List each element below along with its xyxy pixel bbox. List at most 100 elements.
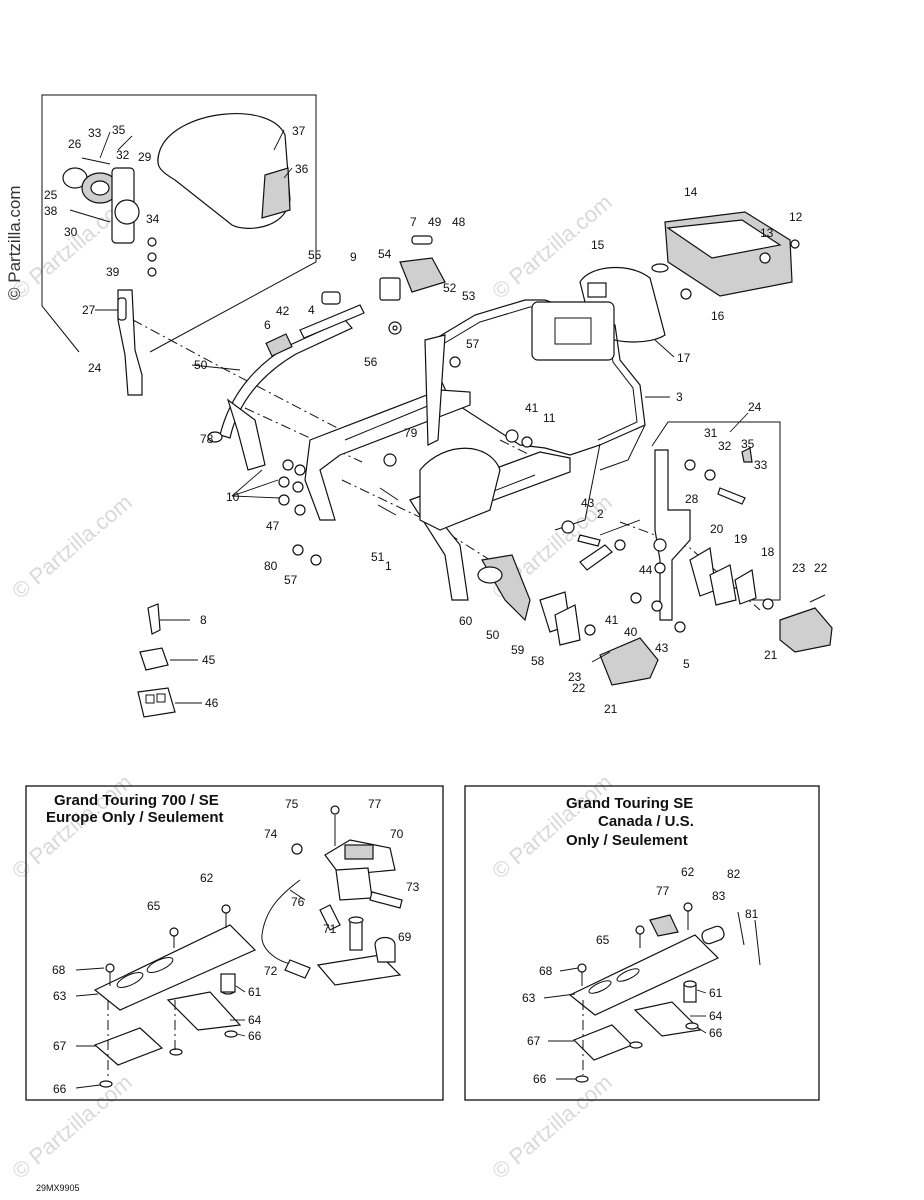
callout-64: 64	[248, 1013, 262, 1027]
callout-3: 3	[676, 390, 683, 404]
side-bracket	[226, 398, 266, 471]
callout-10: 10	[226, 490, 240, 504]
callout-56: 56	[364, 355, 378, 369]
callout-23: 23	[792, 561, 806, 575]
callout-43: 43	[581, 496, 595, 510]
callout-74: 74	[264, 827, 278, 841]
callout-17: 17	[677, 351, 691, 365]
callout-80: 80	[264, 559, 278, 573]
callout-30: 30	[64, 225, 78, 239]
callout-43-lower: 43	[655, 641, 669, 655]
callout-32-right: 32	[718, 439, 732, 453]
europe-box: Grand Touring 700 / SE Europe Only / Seu…	[25, 785, 444, 1101]
callout-49: 49	[428, 215, 442, 229]
drawing-code: 29MX9905	[36, 1183, 80, 1193]
callout-53: 53	[462, 289, 476, 303]
callout-83: 83	[712, 889, 726, 903]
callout-7: 7	[410, 215, 417, 229]
callout-16: 16	[711, 309, 725, 323]
license-plate-area	[531, 301, 615, 361]
callout-68: 68	[52, 963, 66, 977]
callout-21-lower: 21	[604, 702, 618, 716]
callout-66-canada: 66	[533, 1072, 547, 1086]
callout-20: 20	[710, 522, 724, 536]
callout-63-canada: 63	[522, 991, 536, 1005]
callout-38: 38	[44, 204, 58, 218]
callout-59: 59	[511, 643, 525, 657]
callout-35: 35	[112, 123, 126, 137]
callout-4: 4	[308, 303, 315, 317]
side-watermark: © Partzilla.com	[5, 185, 24, 300]
callout-75: 75	[285, 797, 299, 811]
europe-callouts: 62 65 68 63 67 66 61 64 66 75 77 74 70 7…	[52, 797, 420, 1096]
callout-57: 57	[466, 337, 480, 351]
footrest	[419, 447, 501, 531]
callout-67: 67	[53, 1039, 67, 1053]
callout-66-canada-right: 66	[709, 1026, 723, 1040]
callout-55: 55	[308, 248, 322, 262]
callout-48: 48	[452, 215, 466, 229]
callout-37: 37	[292, 124, 306, 138]
leaders	[95, 129, 749, 704]
callout-28: 28	[685, 492, 699, 506]
backrest-cushion	[157, 113, 291, 229]
callout-67-canada: 67	[527, 1034, 541, 1048]
callout-61-canada: 61	[709, 986, 723, 1000]
callout-25: 25	[44, 188, 58, 202]
callout-42: 42	[276, 304, 290, 318]
callout-61: 61	[248, 985, 262, 999]
callout-35-right: 35	[741, 437, 755, 451]
watermark-text: © Partzilla.com	[7, 489, 137, 603]
connector-45	[139, 647, 169, 671]
callout-52: 52	[443, 281, 457, 295]
plate-64-canada	[633, 1001, 702, 1037]
callout-81: 81	[745, 907, 759, 921]
callout-32: 32	[116, 148, 130, 162]
callout-29: 29	[138, 150, 152, 164]
callout-41: 41	[525, 401, 539, 415]
canada-box: Grand Touring SE Canada / U.S. Only / Se…	[464, 785, 820, 1101]
callout-57-lower: 57	[284, 573, 298, 587]
plate-64	[166, 991, 242, 1031]
callout-15: 15	[591, 238, 605, 252]
backrest-inset	[41, 94, 317, 396]
callout-68-canada: 68	[539, 964, 553, 978]
callout-24-right: 24	[748, 400, 762, 414]
callout-36: 36	[295, 162, 309, 176]
callout-14: 14	[684, 185, 698, 199]
plate-63	[93, 924, 257, 1011]
bulb	[651, 263, 669, 273]
callout-82: 82	[727, 867, 741, 881]
callout-77-canada: 77	[656, 884, 670, 898]
callout-31: 31	[704, 426, 718, 440]
callout-47: 47	[266, 519, 280, 533]
callout-72: 72	[264, 964, 278, 978]
main-assembly	[132, 211, 833, 718]
clip-8	[147, 603, 161, 635]
callout-50: 50	[194, 358, 208, 372]
callout-50-lower: 50	[486, 628, 500, 642]
plate-77-canada	[649, 914, 679, 937]
canada-callouts: 62 77 83 82 81 65 68 63 67 66 61 64 66	[522, 865, 759, 1086]
callout-5: 5	[683, 657, 690, 671]
callout-13: 13	[760, 226, 774, 240]
callout-58: 58	[531, 654, 545, 668]
callout-23-lower: 23	[568, 670, 582, 684]
peg-right	[779, 607, 833, 653]
callout-21: 21	[764, 648, 778, 662]
europe-title-line-2: Europe Only / Seulement	[46, 809, 224, 826]
bracket-28	[654, 449, 691, 621]
callout-12: 12	[789, 210, 803, 224]
callout-73: 73	[406, 880, 420, 894]
callout-34: 34	[146, 212, 160, 226]
callout-63: 63	[53, 989, 67, 1003]
callout-9: 9	[350, 250, 357, 264]
callout-51: 51	[371, 550, 385, 564]
callout-18: 18	[761, 545, 775, 559]
callout-62-canada: 62	[681, 865, 695, 879]
callout-40: 40	[624, 625, 638, 639]
callout-60: 60	[459, 614, 473, 628]
switch	[379, 277, 401, 301]
peg-center	[599, 637, 659, 686]
callout-24: 24	[88, 361, 102, 375]
